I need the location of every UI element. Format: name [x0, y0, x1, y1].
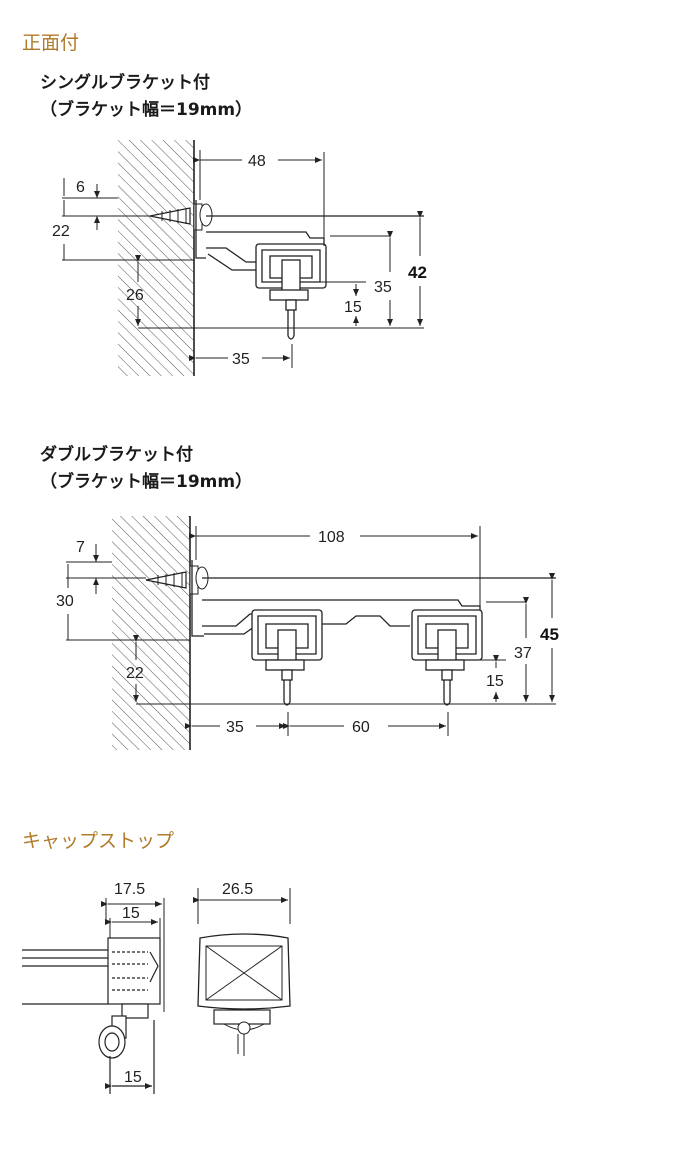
- cap-stop-front-view: 26.5: [193, 881, 291, 1056]
- double-dim-overall-height: 45: [540, 625, 559, 644]
- double-dim-top-width: 108: [318, 529, 345, 546]
- single-wall-hatch: [118, 140, 194, 376]
- single-dim-mount-height: 22: [52, 223, 70, 240]
- double-bracket-diagram: 108 7 30 22 37 15 45 35 60: [56, 516, 559, 750]
- double-bracket-title: ダブルブラケット付 （ブラケット幅＝19mm）: [40, 442, 252, 496]
- double-dim-lower: 22: [126, 665, 144, 682]
- cap-dim-front-width: 26.5: [222, 881, 253, 898]
- cap-dim-outer-width: 17.5: [114, 881, 145, 898]
- single-dim-screw-offset: 6: [76, 179, 85, 196]
- single-bracket-width-note: （ブラケット幅＝19mm）: [40, 100, 253, 120]
- single-dimensions: [62, 150, 424, 368]
- double-bracket-width-note: （ブラケット幅＝19mm）: [40, 472, 253, 492]
- double-dim-first-width: 35: [226, 719, 244, 736]
- single-bracket-diagram: 48 6 22 26 35 15 42 35: [52, 140, 427, 376]
- section-title-cap-stop: キャップストップ: [22, 830, 175, 852]
- cap-dim-inner-width: 15: [122, 905, 140, 922]
- double-dim-screw-offset: 7: [76, 539, 85, 556]
- cap-dim-bottom-width: 15: [124, 1069, 142, 1086]
- single-bracket-title: シングルブラケット付 （ブラケット幅＝19mm）: [40, 70, 252, 124]
- double-bracket-body: [191, 560, 556, 706]
- double-dim-rail-height: 37: [514, 645, 532, 662]
- double-dim-runner: 15: [486, 673, 504, 690]
- double-dimensions: [66, 526, 556, 736]
- single-screw: [149, 203, 213, 231]
- single-dim-bottom-width: 35: [232, 351, 250, 368]
- single-dim-runner: 15: [344, 299, 362, 316]
- double-wall-hatch: [112, 516, 190, 750]
- single-dim-overall-height: 42: [408, 263, 427, 282]
- section-title-front-mount: 正面付: [22, 32, 80, 54]
- single-dim-lower: 26: [126, 287, 144, 304]
- single-bracket-name: シングルブラケット付: [40, 73, 210, 93]
- double-bracket-name: ダブルブラケット付: [40, 445, 193, 465]
- single-dim-top-width: 48: [248, 153, 266, 170]
- double-dim-second-width: 60: [352, 719, 370, 736]
- cap-stop-side-view: 17.5 15 15: [22, 881, 165, 1094]
- single-dim-rail-height: 35: [374, 279, 392, 296]
- double-dim-mount-height: 30: [56, 593, 74, 610]
